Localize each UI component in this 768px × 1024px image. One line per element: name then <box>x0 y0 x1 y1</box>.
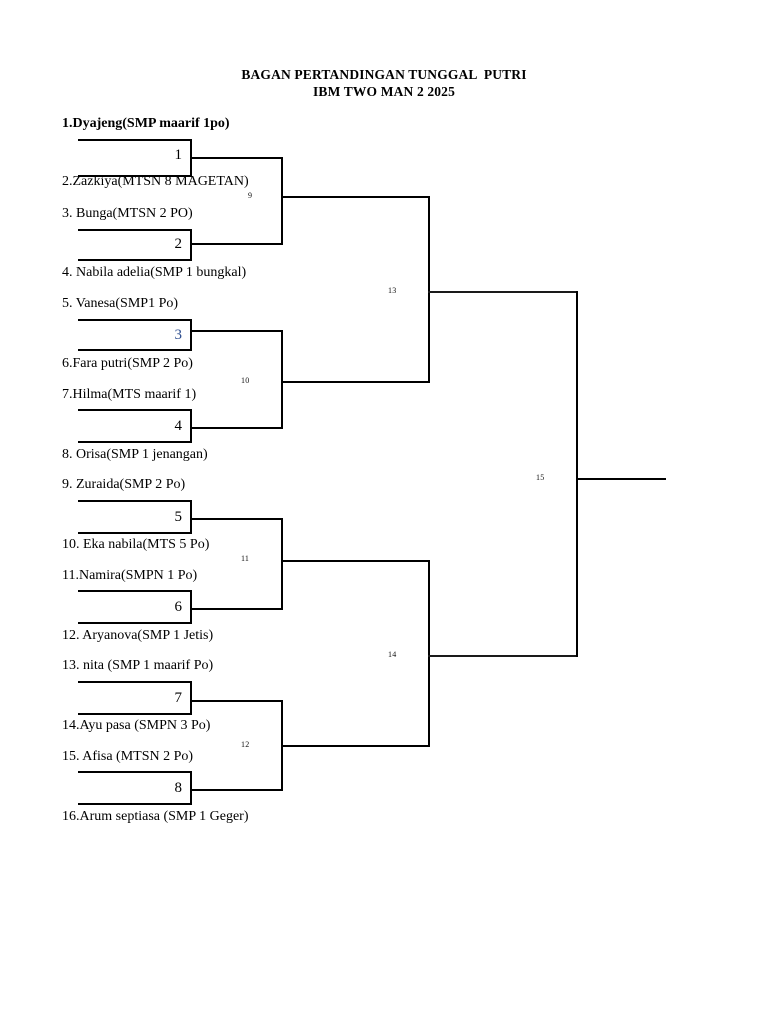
participant-name-12: 12. Aryanova(SMP 1 Jetis) <box>62 628 214 643</box>
match-3-bottom-rail <box>78 349 190 351</box>
match-14-number: 14 <box>388 650 397 659</box>
match-8-connector <box>190 771 192 805</box>
participant-name-3: 3. Bunga(MTSN 2 PO) <box>62 206 193 221</box>
match-8-number: 8 <box>174 780 183 796</box>
match-8-bottom-rail <box>78 803 190 805</box>
match-2-bottom-rail <box>78 259 190 261</box>
participant-name-5: 5. Vanesa(SMP1 Po) <box>62 296 179 311</box>
participant-name-7: 7.Hilma(MTS maarif 1) <box>62 387 197 402</box>
match-8-top-rail <box>78 771 190 773</box>
match-1-bottom-rail <box>78 175 190 177</box>
match-4-bottom-rail <box>78 441 190 443</box>
match-7-top-rail <box>78 681 190 683</box>
participant-name-8: 8. Orisa(SMP 1 jenangan) <box>62 447 208 462</box>
match-10-connector <box>281 330 283 429</box>
match-15-number: 15 <box>536 473 545 482</box>
match-3-top-rail <box>78 319 190 321</box>
match-2-connector <box>190 229 192 261</box>
match-4-top-rail <box>78 409 190 411</box>
participant-name-9: 9. Zuraida(SMP 2 Po) <box>62 477 186 492</box>
match-4-number: 4 <box>174 418 183 434</box>
match-14-feed-top <box>281 560 430 562</box>
participant-name-15: 15. Afisa (MTSN 2 Po) <box>62 749 194 764</box>
match-6-bottom-rail <box>78 622 190 624</box>
title-line-2: IBM TWO MAN 2 2025 <box>313 84 455 99</box>
match-6-top-rail <box>78 590 190 592</box>
match-7-bottom-rail <box>78 713 190 715</box>
match-5-connector <box>190 500 192 534</box>
match-9-number: 9 <box>248 191 253 200</box>
champion-output-line <box>576 478 666 480</box>
match-11-feed-top <box>190 518 283 520</box>
match-5-top-rail <box>78 500 190 502</box>
match-4-connector <box>190 409 192 443</box>
match-7-number: 7 <box>174 690 183 706</box>
match-5-bottom-rail <box>78 532 190 534</box>
match-5-number: 5 <box>174 509 183 525</box>
match-1-number: 1 <box>174 147 183 163</box>
match-13-feed-bottom <box>281 381 430 383</box>
match-14-output <box>428 655 578 657</box>
match-12-number: 12 <box>241 740 250 749</box>
participant-name-4: 4. Nabila adelia(SMP 1 bungkal) <box>62 265 247 280</box>
match-13-connector <box>428 196 430 383</box>
match-7-connector <box>190 681 192 715</box>
match-3-number: 3 <box>174 327 183 343</box>
match-6-connector <box>190 590 192 624</box>
participant-name-10: 10. Eka nabila(MTS 5 Po) <box>62 537 210 552</box>
match-14-connector <box>428 560 430 747</box>
page-title: BAGAN PERTANDINGAN TUNGGAL PUTRI IBM TWO… <box>0 66 768 100</box>
match-13-output <box>428 291 578 293</box>
match-11-feed-bottom <box>190 608 283 610</box>
match-2-top-rail <box>78 229 190 231</box>
title-line-1: BAGAN PERTANDINGAN TUNGGAL PUTRI <box>241 67 527 82</box>
participant-name-16: 16.Arum septiasa (SMP 1 Geger) <box>62 809 249 824</box>
match-13-feed-top <box>281 196 430 198</box>
match-14-feed-bottom <box>281 745 430 747</box>
match-13-number: 13 <box>388 286 397 295</box>
participant-name-6: 6.Fara putri(SMP 2 Po) <box>62 356 193 371</box>
match-6-number: 6 <box>174 599 183 615</box>
match-9-connector <box>281 157 283 245</box>
match-2-number: 2 <box>174 236 183 252</box>
match-1-top-rail <box>78 139 190 141</box>
match-11-number: 11 <box>241 554 250 563</box>
match-9-feed-top <box>190 157 283 159</box>
match-9-feed-bottom <box>190 243 283 245</box>
participant-name-14: 14.Ayu pasa (SMPN 3 Po) <box>62 718 211 733</box>
match-10-feed-bottom <box>190 427 283 429</box>
participant-name-11: 11.Namira(SMPN 1 Po) <box>62 568 198 583</box>
match-10-feed-top <box>190 330 283 332</box>
participant-name-2: 2.Zazkiya(MTSN 8 MAGETAN) <box>62 174 249 189</box>
match-12-feed-top <box>190 700 283 702</box>
match-15-connector <box>576 291 578 657</box>
match-3-connector <box>190 319 192 351</box>
participant-name-13: 13. nita (SMP 1 maarif Po) <box>62 658 214 673</box>
match-11-connector <box>281 518 283 610</box>
match-12-feed-bottom <box>190 789 283 791</box>
match-10-number: 10 <box>241 376 250 385</box>
participant-name-1: 1.Dyajeng(SMP maarif 1po) <box>62 116 230 131</box>
